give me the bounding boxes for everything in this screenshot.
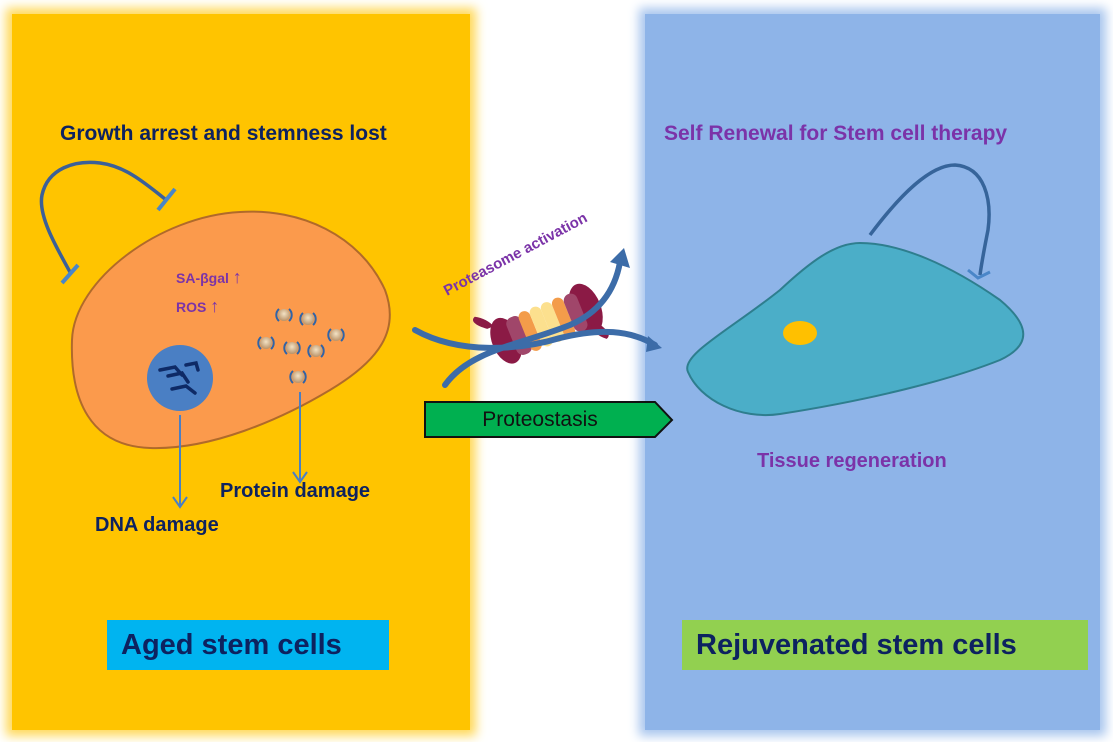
rejuvenated-nucleus [783,321,817,345]
proteasome-activation-arrows-icon [412,248,662,388]
damaged-protein-icon [283,341,301,355]
damaged-proteins-cluster [257,308,345,384]
protein-damage-label: Protein damage [220,480,371,502]
aged-stem-cells-badge: Aged stem cells [107,620,389,670]
self-renewal-label: Self Renewal for Stem cell therapy [664,122,1008,145]
up-arrow-icon: ↑ [210,296,220,316]
ros-marker: ROS ↑ [176,296,219,317]
up-arrow-icon: ↑ [232,267,242,287]
damaged-protein-icon [275,308,293,322]
ros-text: ROS [176,299,207,315]
nucleus-with-dna-icon [147,345,213,411]
damaged-protein-icon [289,370,307,384]
damaged-protein-icon [327,328,345,342]
growth-arrest-label: Growth arrest and stemness lost [60,122,387,145]
damaged-protein-icon [307,344,325,358]
dna-damage-arrow-icon [172,415,188,509]
inhibition-loop-icon [39,160,177,285]
protein-damage-arrow-icon [292,392,308,484]
dna-damage-label: DNA damage [95,514,219,536]
proteasome-icon [472,283,609,364]
rejuvenated-stem-cells-badge: Rejuvenated stem cells [682,620,1088,670]
damaged-protein-icon [299,312,317,326]
proteasome-activation-label: Proteasome activation [441,209,590,299]
sa-bgal-text: SA-βgal [176,270,229,286]
tissue-regeneration-label: Tissue regeneration [757,450,947,472]
rejuvenated-cell-body [686,241,1025,417]
proteostasis-arrow-shape [424,401,674,438]
proteostasis-label: Proteostasis [482,407,598,431]
self-renewal-loop-icon [868,163,991,280]
damaged-protein-icon [257,336,275,350]
sa-bgal-marker: SA-βgal ↑ [176,267,242,288]
